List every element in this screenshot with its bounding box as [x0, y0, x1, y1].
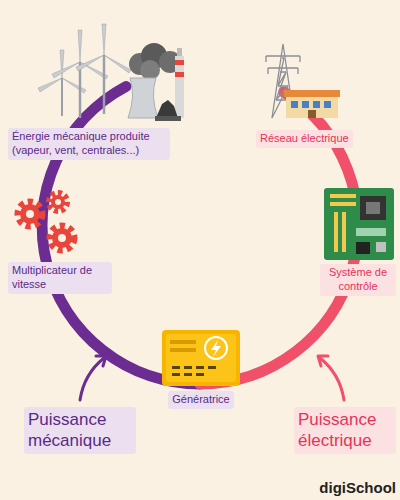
gearbox-box: Multiplicateur de vitesse	[8, 262, 112, 294]
electrical-arc	[200, 92, 358, 384]
control-box: Système de contrôle	[320, 264, 396, 296]
mechanical-pointer	[80, 358, 104, 400]
electrical-power-box: Puissance électrique	[294, 407, 396, 454]
node-text: Multiplicateur de vitesse	[12, 264, 108, 292]
wind-turbines	[38, 24, 131, 118]
speed-gears	[18, 193, 74, 250]
electrical-pointer	[320, 358, 344, 400]
generator-box: Génératrice	[168, 391, 233, 409]
mechanical-power-box: Puissance mécanique	[24, 407, 136, 454]
node-text: Système de contrôle	[324, 266, 392, 294]
mechanical-pointer-head	[96, 356, 106, 366]
substation-building	[284, 90, 340, 118]
control-board	[324, 188, 394, 260]
node-text: Puissance mécanique	[28, 409, 132, 452]
power-pylon	[266, 44, 300, 118]
node-text: Réseau électrique	[260, 132, 349, 146]
energy-source-box: Énergie mécanique produite (vapeur, vent…	[8, 128, 170, 160]
node-text: Génératrice	[172, 393, 229, 407]
node-text: Puissance électrique	[298, 409, 392, 452]
generator-icon	[162, 330, 240, 386]
grid-box: Réseau électrique	[256, 130, 353, 148]
watermark: digiSchool	[319, 479, 396, 496]
power-plant	[128, 43, 184, 121]
electrical-pointer-head	[318, 356, 328, 366]
node-text: Énergie mécanique produite (vapeur, vent…	[12, 130, 166, 158]
